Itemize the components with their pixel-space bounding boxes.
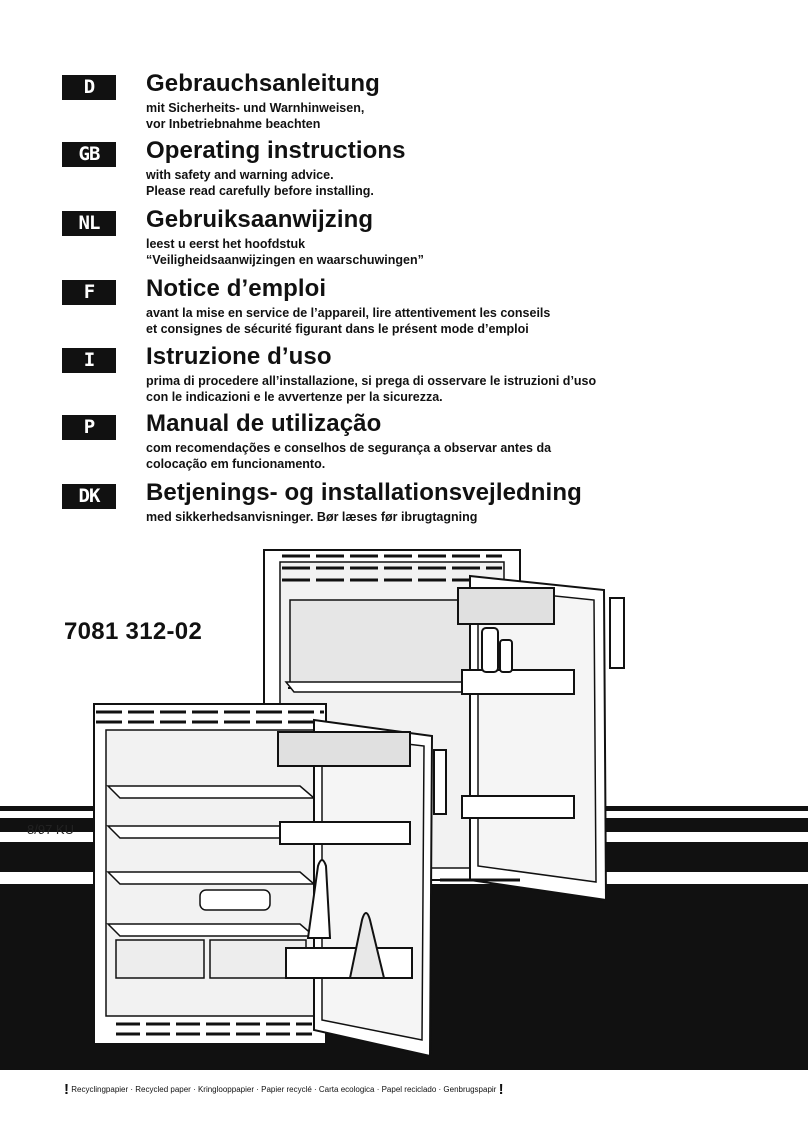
fridge-illustration: [0, 549, 808, 1070]
lang-badge-nl: NL: [62, 211, 116, 236]
lang-title-pt: Manual de utilização: [146, 410, 382, 437]
lang-subtitle-de: mit Sicherheits- und Warnhinweisen, vor …: [146, 101, 365, 131]
recycle-mark-icon: !: [64, 1081, 69, 1098]
lang-title-fr: Notice d’emploi: [146, 275, 327, 302]
recycle-mark-icon-right: !: [498, 1081, 504, 1098]
lang-badge-gb: GB: [62, 142, 116, 167]
lang-title-de: Gebrauchsanleitung: [146, 70, 380, 97]
lang-subtitle-nl: leest u eerst het hoofdstuk “Veiligheids…: [146, 237, 424, 267]
date-code: 8/97 KU: [27, 822, 74, 837]
recycled-paper-text: Recyclingpapier · Recycled paper · Kring…: [71, 1085, 497, 1094]
lang-badge-fr: F: [62, 280, 116, 305]
lang-subtitle-pt: com recomendações e conselhos de seguran…: [146, 441, 552, 471]
lang-badge-it: I: [62, 348, 116, 373]
lang-title-dk: Betjenings- og installationsvejledning: [146, 479, 582, 506]
lang-badge-pt: P: [62, 415, 116, 440]
lang-badge-dk: DK: [62, 484, 116, 509]
recycled-paper-note: ! Recyclingpapier · Recycled paper · Kri…: [64, 1081, 534, 1098]
lang-subtitle-dk: med sikkerhedsanvisninger. Bør læses før…: [146, 510, 478, 524]
lang-title-gb: Operating instructions: [146, 137, 406, 164]
model-number: 7081 312-02: [64, 618, 203, 645]
fridge-small: [93, 703, 447, 1058]
lang-subtitle-fr: avant la mise en service de l’appareil, …: [146, 306, 551, 336]
lang-subtitle-gb: with safety and warning advice. Please r…: [146, 168, 374, 198]
lang-subtitle-it: prima di procedere all’installazione, si…: [146, 374, 597, 404]
lang-title-it: Istruzione d’uso: [146, 343, 332, 370]
lang-badge-de: D: [62, 75, 116, 100]
lang-title-nl: Gebruiksaanwijzing: [146, 206, 374, 233]
